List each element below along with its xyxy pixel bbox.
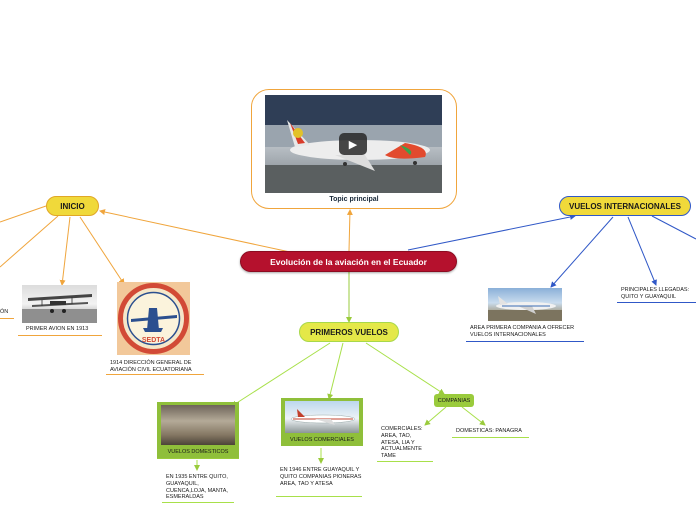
vuelos-comerciales-label: VUELOS COMERCIALES [290, 437, 354, 443]
companias-domesticas: DOMESTICAS: PANAGRA [456, 428, 522, 434]
underline [18, 335, 102, 336]
edge-companias-comerciales [424, 406, 447, 426]
edge-inicio-left [0, 215, 59, 268]
edge-inicio-offleft [0, 205, 47, 223]
edge-primeros-dom [231, 342, 331, 407]
play-glyph: ▶ [348, 138, 358, 151]
underline [377, 461, 433, 462]
vuelos-domesticos-detail: EN 1935 ENTRE QUITO, GUAYAQUIL, CUENCA,L… [166, 474, 228, 501]
vuelos-comerciales-photo [285, 401, 359, 433]
underline [617, 302, 696, 303]
edge-central-intl [407, 214, 576, 251]
node-vuelos-internacionales[interactable]: VUELOS INTERNACIONALES [559, 196, 691, 216]
edge-intl-offright [651, 215, 696, 240]
direccion-general-caption: 1914 DIRECCIÓN GENERAL DE AVIACIÓN CIVIL… [110, 360, 192, 373]
underline [276, 496, 362, 497]
underline [106, 374, 204, 375]
underline [452, 437, 529, 438]
edge-intl-llegadas [627, 216, 657, 286]
edge-primeros-companias [365, 342, 445, 395]
biplane-illustration [22, 294, 97, 323]
play-icon[interactable]: ▶ [339, 133, 367, 155]
edge-intl-area [550, 216, 614, 288]
underline [157, 458, 239, 459]
edge-primeros-com [327, 342, 344, 400]
primer-avion-photo[interactable] [22, 285, 97, 323]
companias-comerciales: COMERCIALES: AREA, TAO, ATESA, LIA Y ACT… [381, 426, 423, 460]
underline [0, 318, 14, 319]
inicio-cut-caption: ÓN [0, 309, 9, 315]
vuelos-comerciales-card[interactable] [281, 398, 363, 446]
seal-text: SEDTA [142, 337, 165, 344]
primer-avion-caption: PRIMER AVION EN 1913 [26, 326, 89, 332]
area-airplane-photo[interactable] [488, 288, 562, 321]
edge-central-topic [346, 209, 353, 252]
topic-principal-label: Topic principal [329, 196, 379, 203]
jet-illustration [488, 296, 562, 321]
sedta-seal-image[interactable]: SEDTA [117, 282, 190, 355]
edge-companias-domesticas [461, 406, 486, 426]
underline [466, 341, 584, 342]
vuelos-domesticos-card[interactable] [157, 402, 239, 458]
propliner-illustration [290, 409, 356, 425]
vuelos-domesticos-photo [161, 405, 235, 445]
edge-central-inicio [99, 209, 291, 253]
topic-airplane-photo[interactable] [265, 95, 442, 193]
underline [162, 502, 234, 503]
vuelos-domesticos-label: VUELOS DOMESTICOS [167, 449, 229, 455]
airplane-illustration [265, 95, 442, 193]
node-inicio[interactable]: INICIO [46, 196, 99, 216]
area-caption: AREA PRIMERA COMPANIA A OFRECER VUELOS I… [470, 325, 575, 338]
principales-llegadas-caption: PRINCIPALES LLEGADAS: QUITO Y GUAYAQUIL [621, 287, 690, 300]
central-topic[interactable]: Evolución de la aviación en el Ecuador [240, 251, 457, 272]
seal-illustration: SEDTA [118, 283, 189, 354]
node-companias[interactable]: COMPANIAS [434, 394, 474, 407]
edge-inicio-seal [79, 216, 125, 285]
edge-inicio-avion [59, 216, 71, 286]
vuelos-comerciales-detail: EN 1946 ENTRE GUAYAQUIL Y QUITO COMPANIA… [280, 467, 362, 487]
node-primeros-vuelos[interactable]: PRIMEROS VUELOS [299, 322, 399, 342]
